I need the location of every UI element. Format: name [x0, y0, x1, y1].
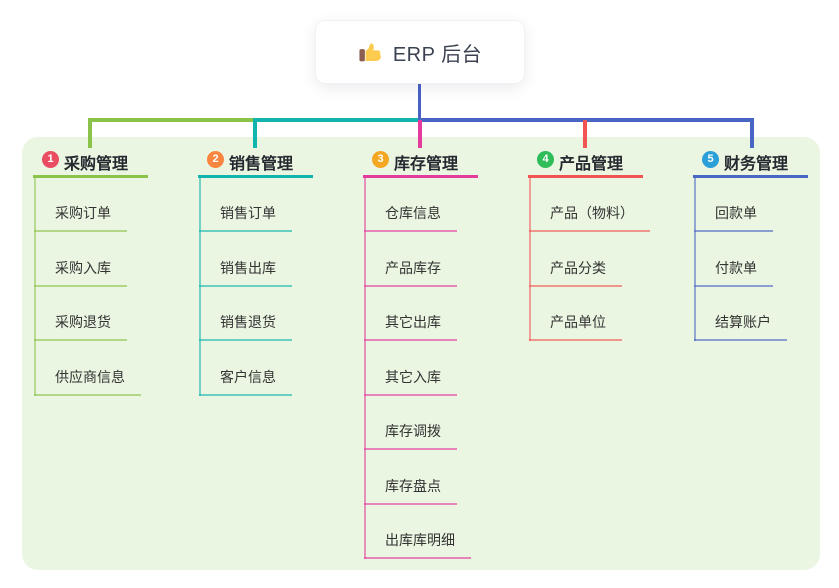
branch-rail: [364, 178, 366, 559]
branch-connector-drop: [418, 120, 422, 148]
leaf-node-label: 库存盘点: [385, 478, 441, 494]
leaf-node-label: 其它出库: [385, 314, 441, 330]
root-node[interactable]: ERP 后台: [315, 20, 525, 84]
leaf-node[interactable]: 库存调拨: [364, 410, 457, 450]
leaf-node-label: 仓库信息: [385, 205, 441, 221]
branch-label: 产品管理: [559, 156, 624, 173]
branch-number-badge: 2: [207, 151, 224, 168]
leaf-node[interactable]: 产品单位: [529, 301, 622, 341]
leaf-node[interactable]: 销售出库: [199, 247, 292, 287]
leaf-node[interactable]: 供应商信息: [34, 356, 141, 396]
leaf-node-label: 客户信息: [220, 369, 276, 385]
leaf-node-label: 供应商信息: [55, 369, 125, 385]
leaf-node[interactable]: 其它出库: [364, 301, 457, 341]
branch-label: 采购管理: [64, 156, 129, 173]
branch-underline: [198, 175, 313, 178]
leaf-node[interactable]: 结算账户: [694, 301, 787, 341]
root-connector-stub: [417, 81, 422, 122]
branch-number-badge: 5: [702, 151, 719, 168]
leaf-node[interactable]: 采购入库: [34, 247, 127, 287]
leaf-node-label: 付款单: [715, 260, 757, 276]
leaf-node-label: 产品（物料）: [550, 205, 634, 221]
leaf-node[interactable]: 出库库明细: [364, 519, 471, 559]
leaf-node[interactable]: 产品分类: [529, 247, 622, 287]
leaf-node-label: 出库库明细: [385, 532, 455, 548]
leaf-node[interactable]: 付款单: [694, 247, 773, 287]
leaf-node-label: 销售退货: [220, 314, 276, 330]
leaf-node[interactable]: 产品库存: [364, 247, 457, 287]
leaf-node-label: 采购退货: [55, 314, 111, 330]
leaf-node-label: 回款单: [715, 205, 757, 221]
branch-connector-horizontal: [253, 118, 422, 122]
leaf-node-label: 库存调拨: [385, 423, 441, 439]
branch-number-badge: 3: [372, 151, 389, 168]
branches-panel: [22, 137, 820, 570]
branch-connector-drop: [253, 120, 257, 148]
leaf-node[interactable]: 产品（物料）: [529, 192, 650, 232]
thumbs-up-icon: [358, 39, 384, 65]
branch-number-badge: 4: [537, 151, 554, 168]
branch-connector-horizontal: [417, 118, 754, 122]
leaf-node[interactable]: 仓库信息: [364, 192, 457, 232]
branch-connector-drop: [750, 120, 754, 148]
leaf-node[interactable]: 采购订单: [34, 192, 127, 232]
leaf-node[interactable]: 销售退货: [199, 301, 292, 341]
leaf-node-label: 采购入库: [55, 260, 111, 276]
leaf-node-label: 销售订单: [220, 205, 276, 221]
leaf-node-label: 结算账户: [715, 314, 771, 330]
leaf-node[interactable]: 回款单: [694, 192, 773, 232]
branch-label: 销售管理: [229, 156, 294, 173]
leaf-node-label: 产品单位: [550, 314, 606, 330]
branch-rail: [694, 178, 696, 341]
leaf-node[interactable]: 其它入库: [364, 356, 457, 396]
leaf-node[interactable]: 销售订单: [199, 192, 292, 232]
leaf-node[interactable]: 库存盘点: [364, 465, 457, 505]
leaf-node-label: 采购订单: [55, 205, 111, 221]
branch-number-badge: 1: [42, 151, 59, 168]
leaf-node-label: 产品分类: [550, 260, 606, 276]
branch-connector-drop: [583, 120, 587, 148]
leaf-node-label: 销售出库: [220, 260, 276, 276]
branch-label: 财务管理: [724, 156, 789, 173]
root-node-label: ERP 后台: [392, 43, 483, 66]
branch-label: 库存管理: [394, 156, 459, 173]
leaf-node-label: 产品库存: [385, 260, 441, 276]
branch-underline: [528, 175, 643, 178]
branch-underline: [33, 175, 148, 178]
branch-rail: [529, 178, 531, 341]
branch-underline: [363, 175, 478, 178]
branch-underline: [693, 175, 808, 178]
leaf-node[interactable]: 客户信息: [199, 356, 292, 396]
leaf-node[interactable]: 采购退货: [34, 301, 127, 341]
leaf-node-label: 其它入库: [385, 369, 441, 385]
branch-connector-drop: [88, 120, 92, 148]
